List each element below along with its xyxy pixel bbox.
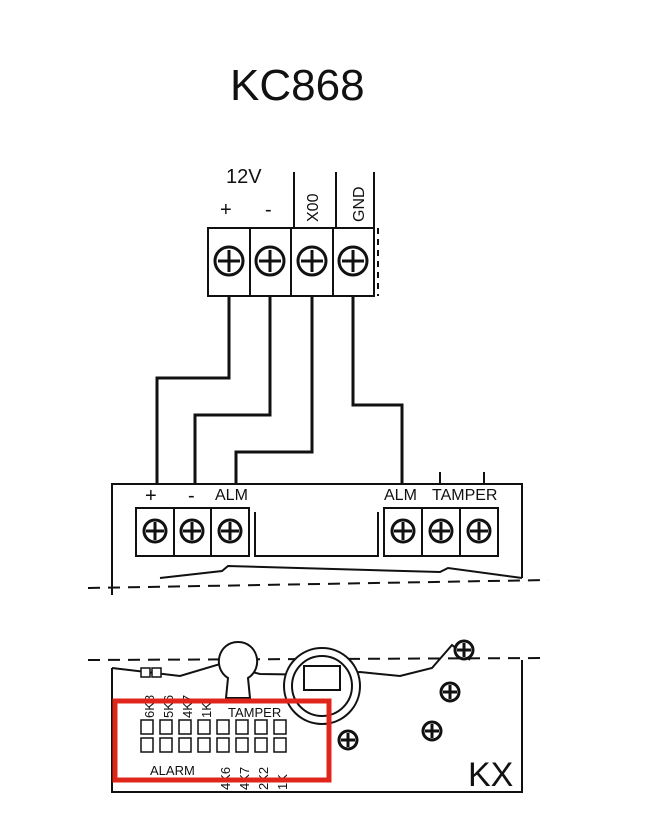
screw-icon	[254, 245, 286, 277]
terminal-minus-label: -	[265, 199, 272, 221]
jumper-alarm-label: ALARM	[150, 763, 195, 778]
sensor-lower-outline	[111, 660, 523, 793]
screw-icon	[337, 245, 369, 277]
sensor-model-label: KX	[468, 756, 513, 794]
screw-icon	[421, 720, 443, 742]
terminal-x00-label: X00	[305, 193, 322, 222]
internal-trace	[254, 512, 379, 557]
sensor-housing-outline	[111, 483, 523, 595]
screw-icon	[428, 518, 454, 544]
screw-icon	[213, 245, 245, 277]
voltage-label: 12V	[226, 166, 262, 188]
sensor-tamper-label: TAMPER	[432, 487, 497, 504]
screw-icon	[217, 518, 243, 544]
screw-icon	[390, 518, 416, 544]
lens-icon	[283, 647, 361, 725]
screw-icon	[453, 639, 475, 661]
alarm-value-label: 5K6	[161, 695, 176, 718]
jumper-pins	[140, 667, 287, 753]
terminal-plus-label: +	[220, 199, 232, 221]
sensor-plus-label: +	[145, 485, 157, 507]
wire-minus	[193, 296, 272, 484]
alarm-value-label: 6K8	[142, 695, 157, 718]
highlight-box	[112, 698, 332, 783]
keyhole-icon	[218, 640, 258, 699]
screw-icon	[296, 245, 328, 277]
screw-icon	[466, 518, 492, 544]
sensor-alm-label: ALM	[215, 487, 248, 504]
sensor-alm2-label: ALM	[384, 487, 417, 504]
sensor-edge	[159, 564, 523, 579]
wire-gnd	[351, 296, 404, 484]
wire-x00	[234, 296, 314, 484]
jumper-tamper-label: TAMPER	[228, 705, 281, 720]
page-title: KC868	[230, 61, 365, 110]
sensor-minus-label: -	[188, 485, 195, 507]
cut-line-top	[87, 579, 549, 589]
alarm-value-label: 1K	[199, 702, 214, 718]
alarm-value-label: 4K7	[180, 695, 195, 718]
screw-icon	[142, 518, 168, 544]
screw-icon	[179, 518, 205, 544]
wire-plus	[155, 296, 231, 484]
terminal-gnd-label: GND	[351, 186, 368, 222]
screw-icon	[439, 681, 461, 703]
screw-icon	[337, 729, 359, 751]
